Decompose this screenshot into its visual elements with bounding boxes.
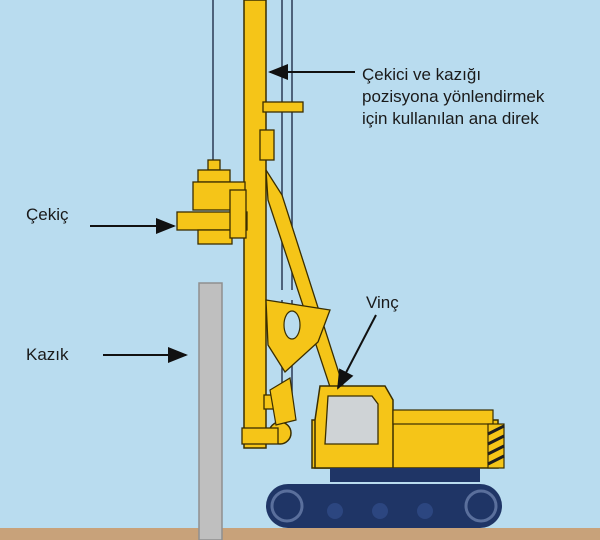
crane-arrow [337,314,377,390]
ground [0,528,600,540]
mast-label-line-3: için kullanılan ana direk [362,109,539,128]
crane-body [311,385,505,482]
mast-label: Çekici ve kazığı pozisyona yönlendirmek … [362,64,594,130]
mast-bracing [265,169,346,426]
counterweight-hazard-stripes [487,423,505,469]
mast-label-line-2: pozisyona yönlendirmek [362,87,545,106]
pile-label: Kazık [26,345,69,364]
hammer-label: Çekiç [26,205,69,224]
crane-label: Vinç [366,293,399,312]
pile [198,282,223,540]
main-mast [241,0,304,449]
crawler-tracks [266,484,502,528]
hammer [176,159,248,245]
mast-label-line-1: Çekici ve kazığı [362,65,482,84]
